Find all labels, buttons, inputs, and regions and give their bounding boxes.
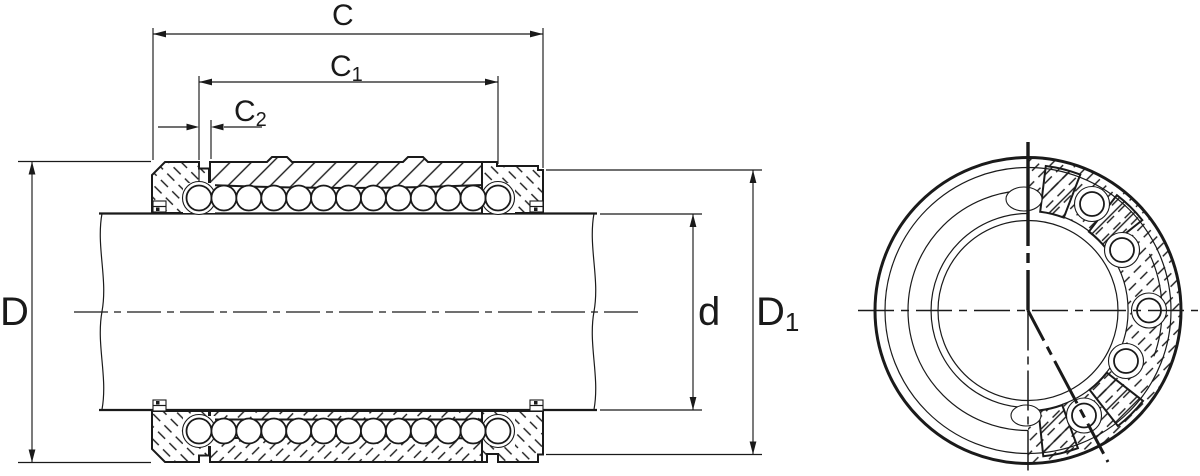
ball xyxy=(310,184,338,212)
end-view-centerlines xyxy=(858,142,1198,475)
ball xyxy=(285,184,313,212)
seal-spring xyxy=(156,207,160,211)
ball xyxy=(285,417,313,445)
ball xyxy=(1113,348,1139,374)
seal-spring xyxy=(156,401,160,405)
extension-lines xyxy=(198,76,499,164)
arrowhead xyxy=(749,441,757,455)
dim-label-D: D xyxy=(0,290,29,334)
arrowhead xyxy=(28,161,36,175)
dimension-C: C xyxy=(152,0,544,168)
ball-row-axis-line xyxy=(1026,309,1110,463)
end-view-balls xyxy=(1005,185,1168,434)
steel-insert xyxy=(1088,371,1145,428)
steel-insert-segments xyxy=(1037,164,1145,458)
retainer-groove-lines xyxy=(198,168,210,182)
seal-left-lower xyxy=(152,399,167,412)
end-view xyxy=(858,142,1198,475)
dim-label-C2: C2 xyxy=(234,95,267,131)
cut-half-plastic-section xyxy=(1028,158,1181,463)
dim-label-d: d xyxy=(698,290,720,334)
seal-left xyxy=(152,200,167,213)
ball xyxy=(185,184,213,212)
seal-spring xyxy=(534,207,538,211)
seal-spring xyxy=(534,401,538,405)
dim-label-C: C xyxy=(332,0,354,32)
ball xyxy=(409,184,437,212)
ball xyxy=(210,184,238,212)
ball xyxy=(484,184,512,212)
section-ball-top xyxy=(1005,186,1043,212)
arrowhead xyxy=(153,30,166,38)
dimension-d: d xyxy=(600,213,720,411)
ball xyxy=(384,184,412,212)
arrowhead xyxy=(211,123,224,131)
ball xyxy=(359,417,387,445)
ball xyxy=(1109,237,1135,263)
extension-lines xyxy=(18,160,151,464)
ball xyxy=(459,417,487,445)
dimension-C1: C1 xyxy=(198,50,499,164)
dim-label-C1: C1 xyxy=(330,50,363,86)
ball xyxy=(260,417,288,445)
dimension-D1: D1 xyxy=(546,169,799,456)
arrowhead xyxy=(530,30,543,38)
ball xyxy=(434,417,462,445)
ball xyxy=(459,184,487,212)
bearing-lower-half xyxy=(151,399,544,463)
ball xyxy=(335,184,362,212)
ball xyxy=(210,417,238,445)
extension-lines xyxy=(600,213,702,411)
ball xyxy=(235,184,263,212)
extension-lines xyxy=(546,169,762,456)
dimension-D: D xyxy=(0,160,151,464)
ball xyxy=(235,417,263,445)
ball xyxy=(434,184,462,212)
outer-sleeve-section xyxy=(209,156,483,189)
arrowhead xyxy=(749,170,757,183)
section-ball-bottom xyxy=(1010,404,1042,427)
extension-lines xyxy=(152,28,544,168)
bearing-upper-half xyxy=(151,156,544,216)
ball xyxy=(335,417,362,445)
section-view: C C1 C2 D xyxy=(0,0,799,464)
ball xyxy=(409,417,437,445)
ball-row-upper xyxy=(185,184,512,212)
ball-row-lower xyxy=(185,417,512,445)
seal-right-lower xyxy=(529,399,544,412)
ball xyxy=(359,184,387,212)
ball xyxy=(185,417,213,445)
ball xyxy=(484,417,512,445)
arrowhead xyxy=(28,449,36,463)
ball xyxy=(310,417,338,445)
seal-right xyxy=(529,200,544,213)
arrowhead xyxy=(689,397,697,410)
arrowhead xyxy=(689,214,697,227)
arrowhead xyxy=(199,78,212,86)
arrowhead xyxy=(485,78,498,86)
ball xyxy=(260,184,288,212)
dimension-C2: C2 xyxy=(158,95,267,159)
ball xyxy=(1079,191,1105,217)
dim-label-D1: D1 xyxy=(756,290,799,337)
ball xyxy=(384,417,412,445)
steel-insert xyxy=(1039,164,1082,219)
arrowhead xyxy=(186,123,199,131)
